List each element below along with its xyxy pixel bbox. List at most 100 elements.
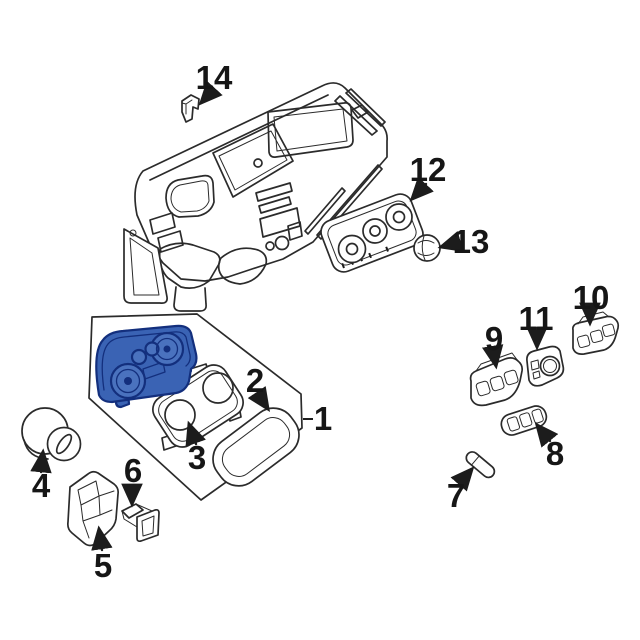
clip-detail (181, 99, 193, 115)
callout-arrows (30, 80, 601, 552)
radio-slot (255, 182, 293, 202)
defroster-vent (267, 102, 354, 158)
climate-knob-middle-center (369, 225, 381, 237)
switch-panel-hole (489, 375, 505, 392)
lens-outer (212, 407, 300, 487)
dash-trim-slot (304, 187, 346, 235)
callout-label-14: 14 (196, 59, 233, 96)
lever-collar-line (471, 455, 480, 466)
part-5-switch-housing (66, 470, 120, 547)
knob-face (46, 426, 82, 462)
callout-label-11: 11 (519, 300, 554, 337)
switch-panel-body (500, 405, 548, 436)
cluster-bezel-inner-line (101, 331, 191, 391)
part-14-clip (181, 94, 200, 123)
callout-arrow-12 (409, 176, 434, 202)
callout-label-12: 12 (410, 151, 447, 188)
switch-small-hole (530, 359, 540, 371)
callout-arrow-7 (450, 466, 475, 492)
steering-column-lower (173, 286, 207, 312)
left-end-panel-clip-hole (129, 229, 137, 237)
hazard-button (253, 158, 263, 168)
dash-trim-slot (316, 164, 383, 240)
cluster-body (95, 324, 198, 404)
lower-console-bezel (217, 247, 268, 285)
callout-arrow-13 (437, 231, 464, 252)
callout-arrow-14 (198, 80, 223, 106)
callout-arrow-9 (481, 344, 504, 370)
switch-round-opening (539, 355, 561, 377)
clip-body (181, 94, 200, 123)
climate-knob-right-center (392, 210, 406, 224)
switch-panel-hole (589, 329, 604, 344)
part-12-climate-control (320, 193, 424, 273)
climate-knob-left (337, 234, 367, 264)
knob-slot (55, 433, 73, 455)
callout-label-1: 1 (314, 400, 332, 437)
part-10-switch-panel (572, 311, 620, 355)
part-7-lever (465, 451, 496, 479)
callout-label-8: 8 (546, 435, 564, 472)
center-knob-opening (274, 235, 290, 251)
part-4-knob (21, 407, 82, 462)
climate-knob-left-center (345, 242, 359, 256)
left-end-panel (123, 228, 168, 304)
climate-knob-middle (362, 218, 388, 244)
callout-labels: 1 2 3 4 5 6 7 8 9 10 11 12 13 14 (32, 59, 610, 584)
sensor-cover (351, 104, 369, 119)
cluster-hood-opening (165, 174, 215, 218)
callout-label-13: 13 (453, 223, 490, 260)
knob-grip-lines (417, 235, 435, 261)
switch-panel-hole (519, 412, 533, 428)
cluster-speedometer-hub (124, 377, 132, 385)
mask-gauge-opening-right (202, 372, 234, 404)
part-9-switch-panel (469, 352, 524, 407)
switch-body (526, 345, 565, 387)
dashboard-outline (134, 82, 388, 282)
callout-arrow-5 (91, 525, 113, 552)
part-8-switch-panel (500, 405, 548, 436)
cluster-temp-gauge (144, 341, 160, 357)
switch-front-face (136, 508, 160, 543)
cluster-fuel-gauge (130, 348, 148, 366)
callout-arrow-4 (30, 448, 52, 474)
callout-label-5: 5 (94, 547, 112, 584)
dash-switch-opening (157, 230, 184, 253)
part-2-cluster-lens (212, 407, 300, 487)
part-6-switch (121, 503, 160, 543)
switch-small-hole (532, 370, 541, 380)
radio-slot (258, 196, 292, 214)
dash-switch-opening (149, 212, 176, 235)
steering-column-shroud (158, 242, 221, 289)
speaker-vent-slot (334, 95, 378, 136)
speaker-vent-slot (345, 88, 386, 127)
callout-arrow-2 (247, 386, 270, 412)
switch-opening (287, 221, 303, 241)
cluster-speedometer-dial (115, 368, 141, 394)
switch-panel-hole (576, 334, 591, 349)
switch-panel-hole (601, 323, 616, 338)
switch-panel-hole (475, 380, 491, 397)
mask-gauge-opening-left (164, 399, 196, 431)
part-11-switch (526, 345, 565, 387)
switch-housing-step-lines (80, 490, 115, 539)
switch-panel-hole (503, 369, 519, 386)
switch-panel-hole (506, 416, 520, 432)
callout-arrow-8 (534, 422, 559, 448)
lens-inner (221, 417, 291, 477)
cluster-assembly-boundary-box (88, 313, 303, 501)
knob-body (413, 234, 441, 262)
part-instrument-cluster-highlighted (95, 324, 198, 409)
part-13-knob (413, 234, 441, 262)
center-stack-screen-recess (212, 123, 294, 198)
callout-label-10: 10 (573, 279, 610, 316)
switch-round-opening-inner (543, 359, 557, 373)
left-end-panel-inner (129, 237, 160, 296)
callout-label-7: 7 (447, 477, 465, 514)
switch-front-window (141, 515, 155, 537)
lever-body (465, 451, 496, 479)
callout-label-9: 9 (485, 320, 503, 357)
callout-label-6: 6 (124, 452, 142, 489)
